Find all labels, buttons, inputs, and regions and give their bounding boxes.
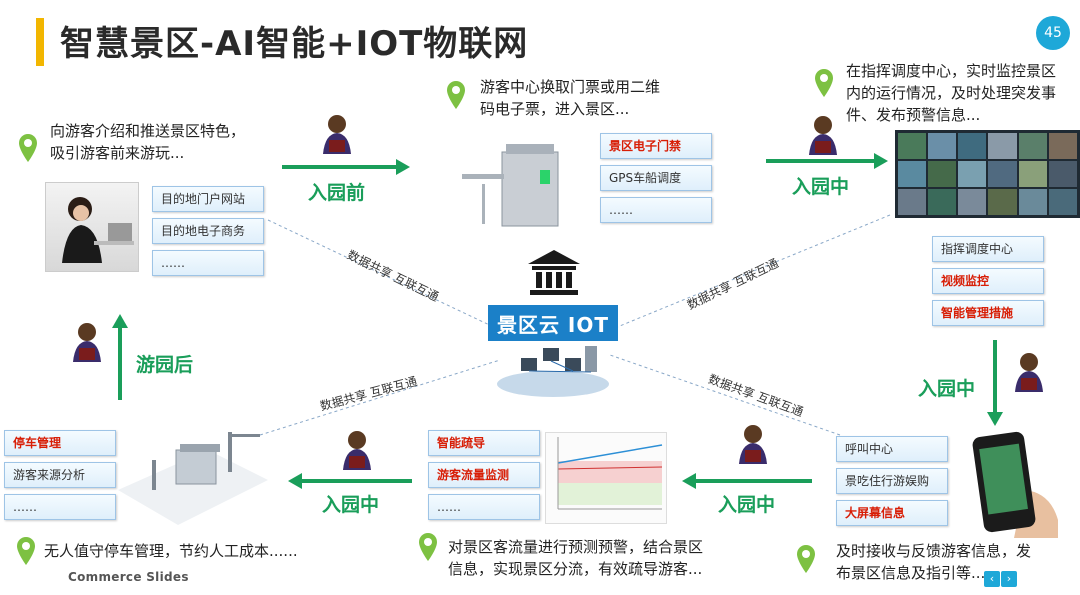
person-icon <box>73 323 101 362</box>
tag-portal: 目的地门户网站 <box>152 186 264 212</box>
tag-ticket-more: …… <box>600 197 712 223</box>
tag-promo-more: …… <box>152 250 264 276</box>
parking-lot-image <box>118 420 268 530</box>
bank-icon <box>528 250 580 295</box>
page-number-badge: 45 <box>1036 16 1070 50</box>
next-icon[interactable]: › <box>1001 571 1017 587</box>
person-icon <box>323 115 351 154</box>
person-icon <box>739 425 767 464</box>
tag-smart-mgmt: 智能管理措施 <box>932 300 1044 326</box>
prev-icon[interactable]: ‹ <box>984 571 1000 587</box>
location-pin-icon <box>447 81 465 109</box>
tag-parking-more: …… <box>4 494 116 520</box>
flow-desc-line-2: 信息，实现景区分流，有效疏导游客... <box>448 560 703 578</box>
command-desc-line-1: 在指挥调度中心，实时监控景区 <box>846 62 1057 80</box>
center-cloud-label: 景区云 IOT <box>488 305 618 341</box>
stage-in-1-label: 入园中 <box>792 176 850 198</box>
location-pin-icon <box>17 537 35 565</box>
mobile-desc-line-1: 及时接收与反馈游客信息，发 <box>836 542 1032 560</box>
tag-ecommerce: 目的地电子商务 <box>152 218 264 244</box>
tag-lifestyle: 景吃住行游娱购 <box>836 468 948 494</box>
turnstile-gate-image <box>462 122 592 232</box>
page-title: 智慧景区-AI智能+IOT物联网 <box>60 24 529 64</box>
location-pin-icon <box>419 533 437 561</box>
stage-after-label: 游园后 <box>136 354 194 376</box>
person-icon <box>809 116 837 155</box>
tag-e-gate: 景区电子门禁 <box>600 133 712 159</box>
tag-video-monitor: 视频监控 <box>932 268 1044 294</box>
office-woman-image <box>45 182 139 272</box>
person-icon <box>1015 353 1043 392</box>
parking-desc-line-1: 无人值守停车管理，节约人工成本...... <box>44 542 298 560</box>
ticket-desc-line-1: 游客中心换取门票或用二维 <box>480 78 661 96</box>
promo-desc-line-1: 向游客介绍和推送景区特色， <box>50 122 246 140</box>
stage-before-label: 入园前 <box>308 182 366 204</box>
mobile-desc-line-2: 布景区信息及指引等... <box>836 564 986 582</box>
tag-big-screen: 大屏幕信息 <box>836 500 948 526</box>
tag-flow-more: …… <box>428 494 540 520</box>
network-computers-image <box>495 340 611 398</box>
person-icon <box>343 431 371 470</box>
location-pin-icon <box>815 69 833 97</box>
smartphone-image <box>970 430 1062 538</box>
video-wall-image <box>895 130 1080 218</box>
tag-parking-mgmt: 停车管理 <box>4 430 116 456</box>
title-accent-bar <box>36 18 44 66</box>
ticket-desc-line-2: 码电子票，进入景区... <box>480 100 630 118</box>
tag-smart-guidance: 智能疏导 <box>428 430 540 456</box>
stage-in-4-label: 入园中 <box>322 494 380 516</box>
tag-source-analysis: 游客来源分析 <box>4 462 116 488</box>
tag-gps: GPS车船调度 <box>600 165 712 191</box>
command-desc-line-3: 件、发布预警信息... <box>846 106 981 124</box>
command-desc-line-2: 内的运行情况，及时处理突发事 <box>846 84 1057 102</box>
flow-chart-image <box>545 432 667 524</box>
tag-call-center: 呼叫中心 <box>836 436 948 462</box>
flow-desc-line-1: 对景区客流量进行预测预警，结合景区 <box>448 538 704 556</box>
location-pin-icon <box>797 545 815 573</box>
footer-brand: Commerce Slides <box>68 570 189 584</box>
tag-flow-monitor: 游客流量监测 <box>428 462 540 488</box>
stage-in-2-label: 入园中 <box>918 378 976 400</box>
promo-desc-line-2: 吸引游客前来游玩... <box>50 144 185 162</box>
tag-command-center: 指挥调度中心 <box>932 236 1044 262</box>
location-pin-icon <box>19 134 37 162</box>
stage-in-3-label: 入园中 <box>718 494 776 516</box>
